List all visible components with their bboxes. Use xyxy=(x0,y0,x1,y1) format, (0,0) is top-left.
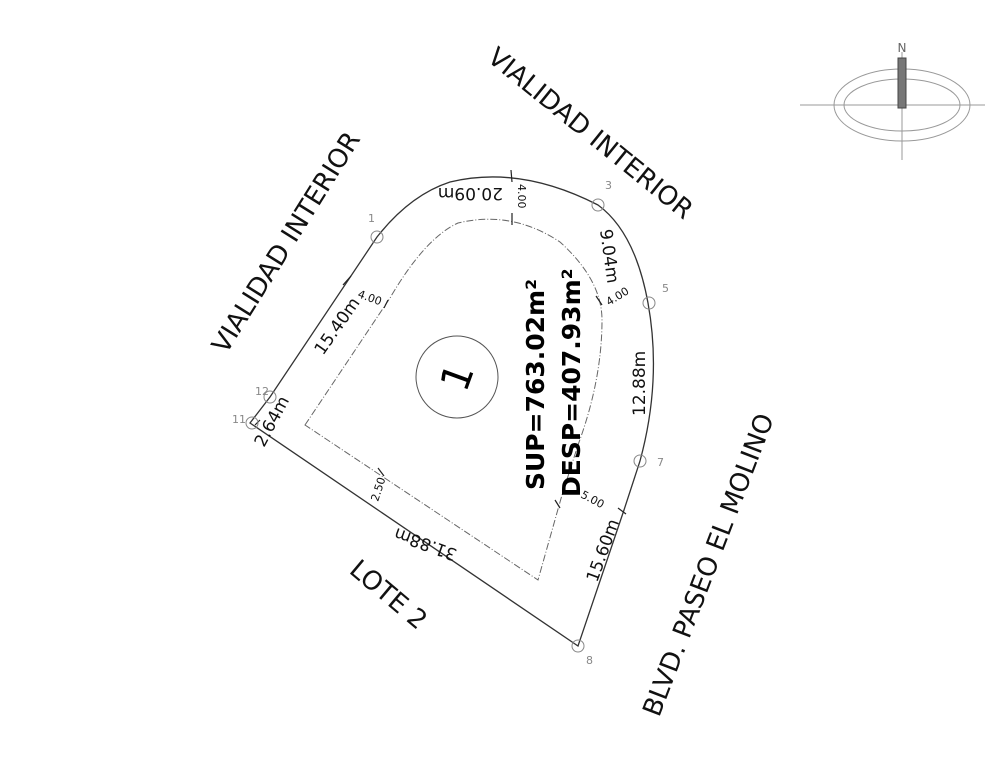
surface-label: SUP=763.02m² xyxy=(521,279,550,490)
vertex-label: 12 xyxy=(255,385,269,398)
vertex-1-marker xyxy=(370,230,384,244)
setback-lower-right: 5.00 xyxy=(579,488,607,511)
vertex-label: 1 xyxy=(368,212,375,225)
setback-right: 4.00 xyxy=(604,285,632,309)
vertex-label: 5 xyxy=(662,282,669,295)
dimension-side-bottom: 31.88m xyxy=(392,523,460,564)
desplante-label: DESP=407.93m² xyxy=(557,268,586,497)
dimension-arc-top: 20.09m xyxy=(438,183,503,203)
dimension-corner: 2.64m xyxy=(251,393,294,450)
lot-boundary xyxy=(249,176,655,648)
setback-top: 4.00 xyxy=(515,184,528,209)
lot-number-circle xyxy=(415,335,499,419)
dimension-side-right-lower: 15.60m xyxy=(583,517,624,585)
vertex-label: 11 xyxy=(232,413,246,426)
vertex-7-marker xyxy=(633,454,647,468)
vertex-label: 7 xyxy=(657,456,664,469)
street-label-top: VIALIDAD INTERIOR xyxy=(482,42,699,226)
vertex-8-marker xyxy=(571,639,585,653)
dimension-side-left: 15.40m xyxy=(311,294,365,359)
lot-number: 1 xyxy=(432,358,484,398)
vertex-12-marker xyxy=(263,390,277,404)
vertex-5-marker xyxy=(642,296,656,310)
vertex-label: 8 xyxy=(586,654,593,667)
vertex-label: 3 xyxy=(605,179,612,192)
dimension-ticks xyxy=(254,169,627,515)
vertex-3-marker xyxy=(591,198,605,212)
setback-boundary xyxy=(304,218,603,581)
north-arrow-icon xyxy=(800,52,985,160)
vertex-11-marker xyxy=(245,416,259,430)
dimension-side-right-upper: 12.88m xyxy=(630,351,650,416)
north-label: N xyxy=(898,41,907,55)
dimension-arc-right: 9.04m xyxy=(595,228,622,285)
setback-bottom: 2.50 xyxy=(368,476,388,503)
street-label-bottom: LOTE 2 xyxy=(344,554,433,636)
